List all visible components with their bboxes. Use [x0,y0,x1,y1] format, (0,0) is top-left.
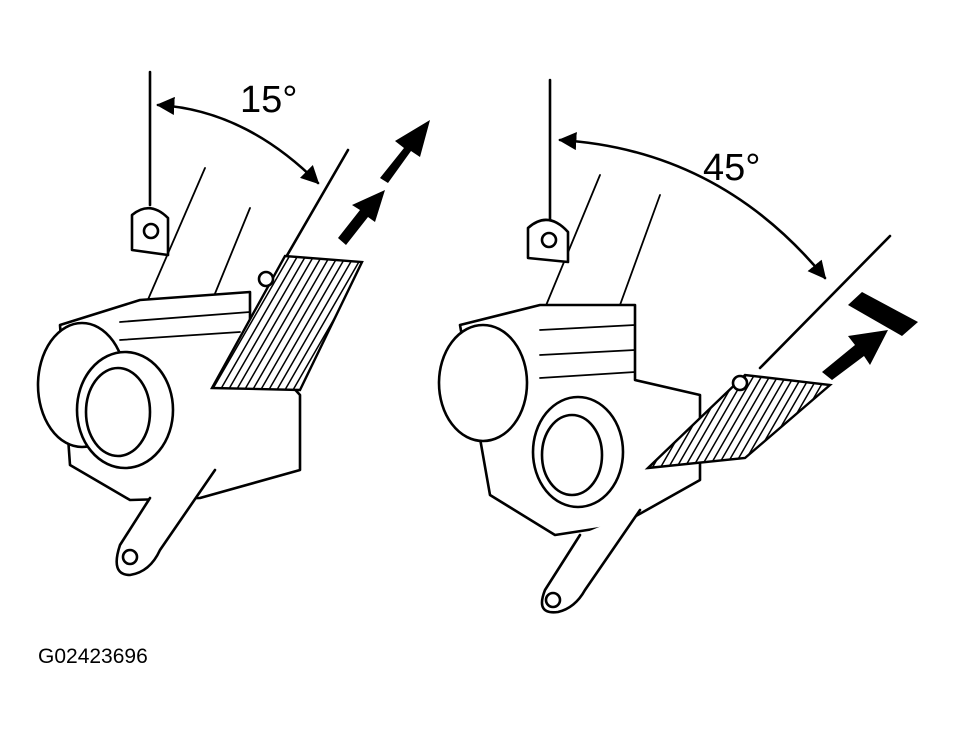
left-frame-line-1 [139,167,206,319]
right-housing-ridge-2 [539,349,636,356]
left-seatbelt-retractor: 15° [36,70,430,577]
left-spool-face [84,366,152,458]
left-bottom-mount-hole [121,548,139,566]
right-housing-ridge-3 [539,371,636,379]
right-angle-label: 45° [703,147,760,189]
left-angle-arc [156,96,320,185]
right-pull-block [848,292,918,336]
left-angle-label: 15° [240,79,297,121]
right-webbing-pin [731,374,749,392]
right-spool-front [531,395,625,509]
figure-code-label: G02423696 [38,645,148,668]
right-spool-face [540,413,604,497]
left-webbing-pin [257,270,275,288]
right-seatbelt-retractor: 45° [437,78,918,614]
left-spool-front [75,350,175,470]
left-pull-arrow-large [380,120,430,183]
left-housing-ridge-2 [119,331,241,341]
right-webbing-strap [644,373,833,470]
right-frame-line-1 [539,174,601,321]
right-spool-back [437,323,529,443]
right-bottom-mount-hole [544,591,562,609]
left-webbing-strap [209,254,364,392]
left-bottom-bracket [115,468,217,577]
right-frame-line-2 [619,194,661,306]
left-housing-ridge-1 [119,311,251,323]
right-bottom-bracket [540,508,642,614]
right-housing-ridge-1 [539,324,636,331]
right-pull-arrow [822,330,888,380]
right-tilt-line [758,234,892,370]
left-pull-arrow-small [338,190,385,245]
right-top-mount-hole [540,231,558,249]
left-top-mount-hole [142,222,160,240]
right-angle-arc [558,131,827,280]
